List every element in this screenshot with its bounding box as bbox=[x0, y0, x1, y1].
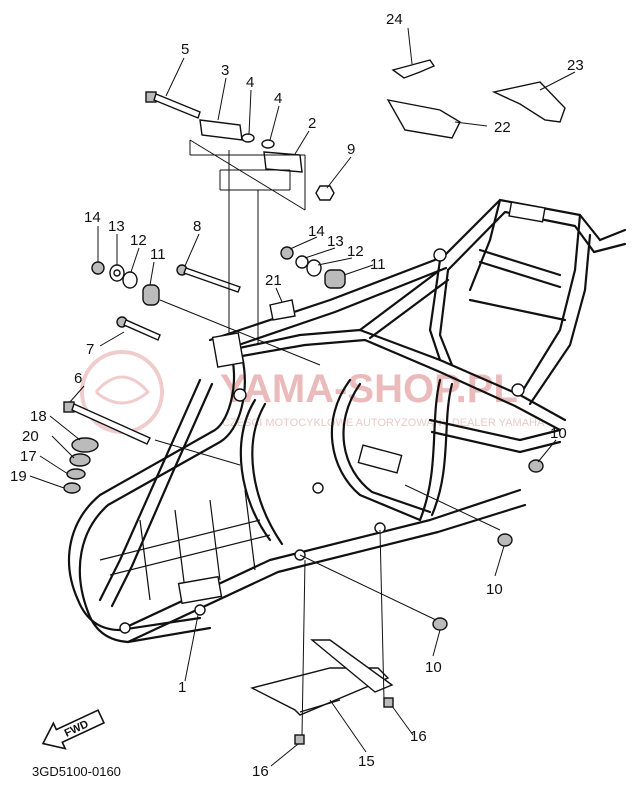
callout-16b: 16 bbox=[252, 763, 269, 780]
callout-10c: 10 bbox=[425, 659, 442, 676]
part-13-washer-left bbox=[109, 264, 125, 282]
callout-17: 17 bbox=[20, 448, 37, 465]
part-14-bolt-right bbox=[280, 246, 294, 260]
watermark-sub-text: CZĘŚCI MOTOCYKLOWE AUTORYZOWANY DEALER Y… bbox=[222, 416, 545, 429]
callout-11b: 11 bbox=[370, 256, 386, 273]
part-20-collar bbox=[69, 453, 91, 467]
callout-12b: 12 bbox=[347, 243, 364, 260]
part-22-pad bbox=[386, 99, 461, 139]
callout-1: 1 bbox=[178, 679, 186, 696]
part-18-bush bbox=[71, 437, 99, 453]
callout-20: 20 bbox=[22, 428, 39, 445]
callout-7: 7 bbox=[86, 341, 94, 358]
callout-16a: 16 bbox=[410, 728, 427, 745]
part-14-bolt-left bbox=[91, 261, 105, 275]
callout-14b: 14 bbox=[308, 223, 325, 240]
fwd-label: FWD bbox=[63, 718, 91, 739]
callout-14a: 14 bbox=[84, 209, 101, 226]
callout-3: 3 bbox=[221, 62, 229, 79]
callout-6: 6 bbox=[74, 370, 82, 387]
part-11-bush-right bbox=[324, 269, 346, 289]
frame-1 bbox=[67, 198, 627, 644]
part-12-collar-right bbox=[306, 259, 322, 277]
callout-13b: 13 bbox=[327, 233, 344, 250]
callout-15: 15 bbox=[358, 753, 375, 770]
part-17-washer bbox=[66, 468, 86, 480]
diagram-code: 3GD5100-0160 bbox=[32, 764, 121, 779]
callout-8: 8 bbox=[193, 218, 201, 235]
part-2-bracket bbox=[263, 151, 303, 173]
part-16-bolt-b bbox=[294, 734, 305, 745]
part-15-stay bbox=[250, 639, 394, 716]
watermark: YAMA-SHOP.PL CZĘŚCI MOTOCYKLOWE AUTORYZO… bbox=[80, 350, 545, 434]
part-7-bolt bbox=[116, 316, 161, 341]
part-5-bolt bbox=[145, 91, 201, 119]
part-12-collar-left bbox=[122, 271, 138, 289]
callout-23: 23 bbox=[567, 57, 584, 74]
part-10-nut-b bbox=[497, 533, 513, 547]
part-19-nut bbox=[63, 482, 81, 494]
part-8-bolt bbox=[176, 264, 241, 293]
callout-18: 18 bbox=[30, 408, 47, 425]
watermark-main-text: YAMA-SHOP.PL bbox=[220, 367, 518, 411]
callout-9: 9 bbox=[347, 141, 355, 158]
part-3-bracket bbox=[199, 119, 243, 141]
callout-4a: 4 bbox=[246, 74, 254, 91]
callout-21: 21 bbox=[265, 272, 282, 289]
callout-13a: 13 bbox=[108, 218, 125, 235]
part-13-washer-right bbox=[295, 255, 309, 269]
callout-12a: 12 bbox=[130, 232, 147, 249]
callout-10a: 10 bbox=[550, 425, 567, 442]
leader-lines bbox=[29, 27, 576, 767]
part-10-nut-a bbox=[528, 459, 544, 473]
callout-4b: 4 bbox=[274, 90, 282, 107]
part-6-bolt bbox=[63, 401, 151, 445]
part-4-washers bbox=[241, 133, 275, 149]
part-16-bolt-a bbox=[383, 697, 394, 708]
callout-22: 22 bbox=[494, 119, 511, 136]
callout-2: 2 bbox=[308, 115, 316, 132]
callout-11a: 11 bbox=[150, 246, 166, 263]
part-21-label bbox=[269, 299, 296, 321]
callout-24: 24 bbox=[386, 11, 403, 28]
callout-5: 5 bbox=[181, 41, 189, 58]
fwd-arrow-icon: FWD bbox=[41, 709, 106, 750]
part-23-plate bbox=[491, 81, 566, 123]
part-11-bush-left bbox=[142, 284, 160, 306]
part-9-nut bbox=[315, 185, 335, 201]
callout-labels: 1 2 3 4 4 5 6 7 8 9 10 10 10 11 11 12 12… bbox=[10, 11, 584, 780]
part-24-clip bbox=[391, 59, 436, 79]
callout-19: 19 bbox=[10, 468, 27, 485]
callout-10b: 10 bbox=[486, 581, 503, 598]
